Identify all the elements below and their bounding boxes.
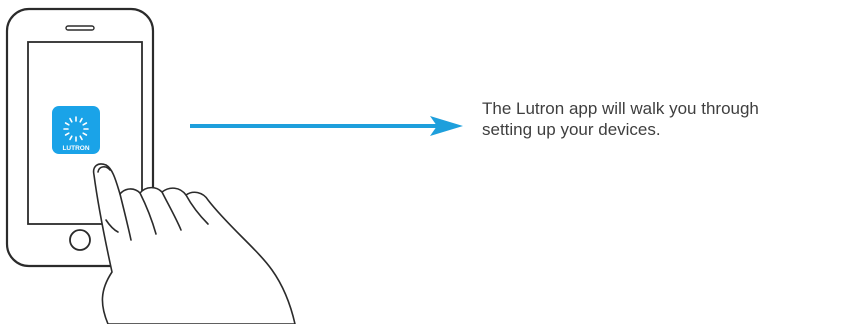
- lutron-app-icon[interactable]: LUTRON: [52, 106, 100, 154]
- caption-line-1: The Lutron app will walk you through: [482, 98, 842, 119]
- caption-line-2: setting up your devices.: [482, 119, 842, 140]
- phone-speaker: [66, 26, 94, 30]
- app-icon-label: LUTRON: [62, 145, 89, 152]
- home-button: [70, 230, 90, 250]
- instruction-caption: The Lutron app will walk you through set…: [482, 98, 842, 140]
- right-arrow-icon: [190, 116, 463, 136]
